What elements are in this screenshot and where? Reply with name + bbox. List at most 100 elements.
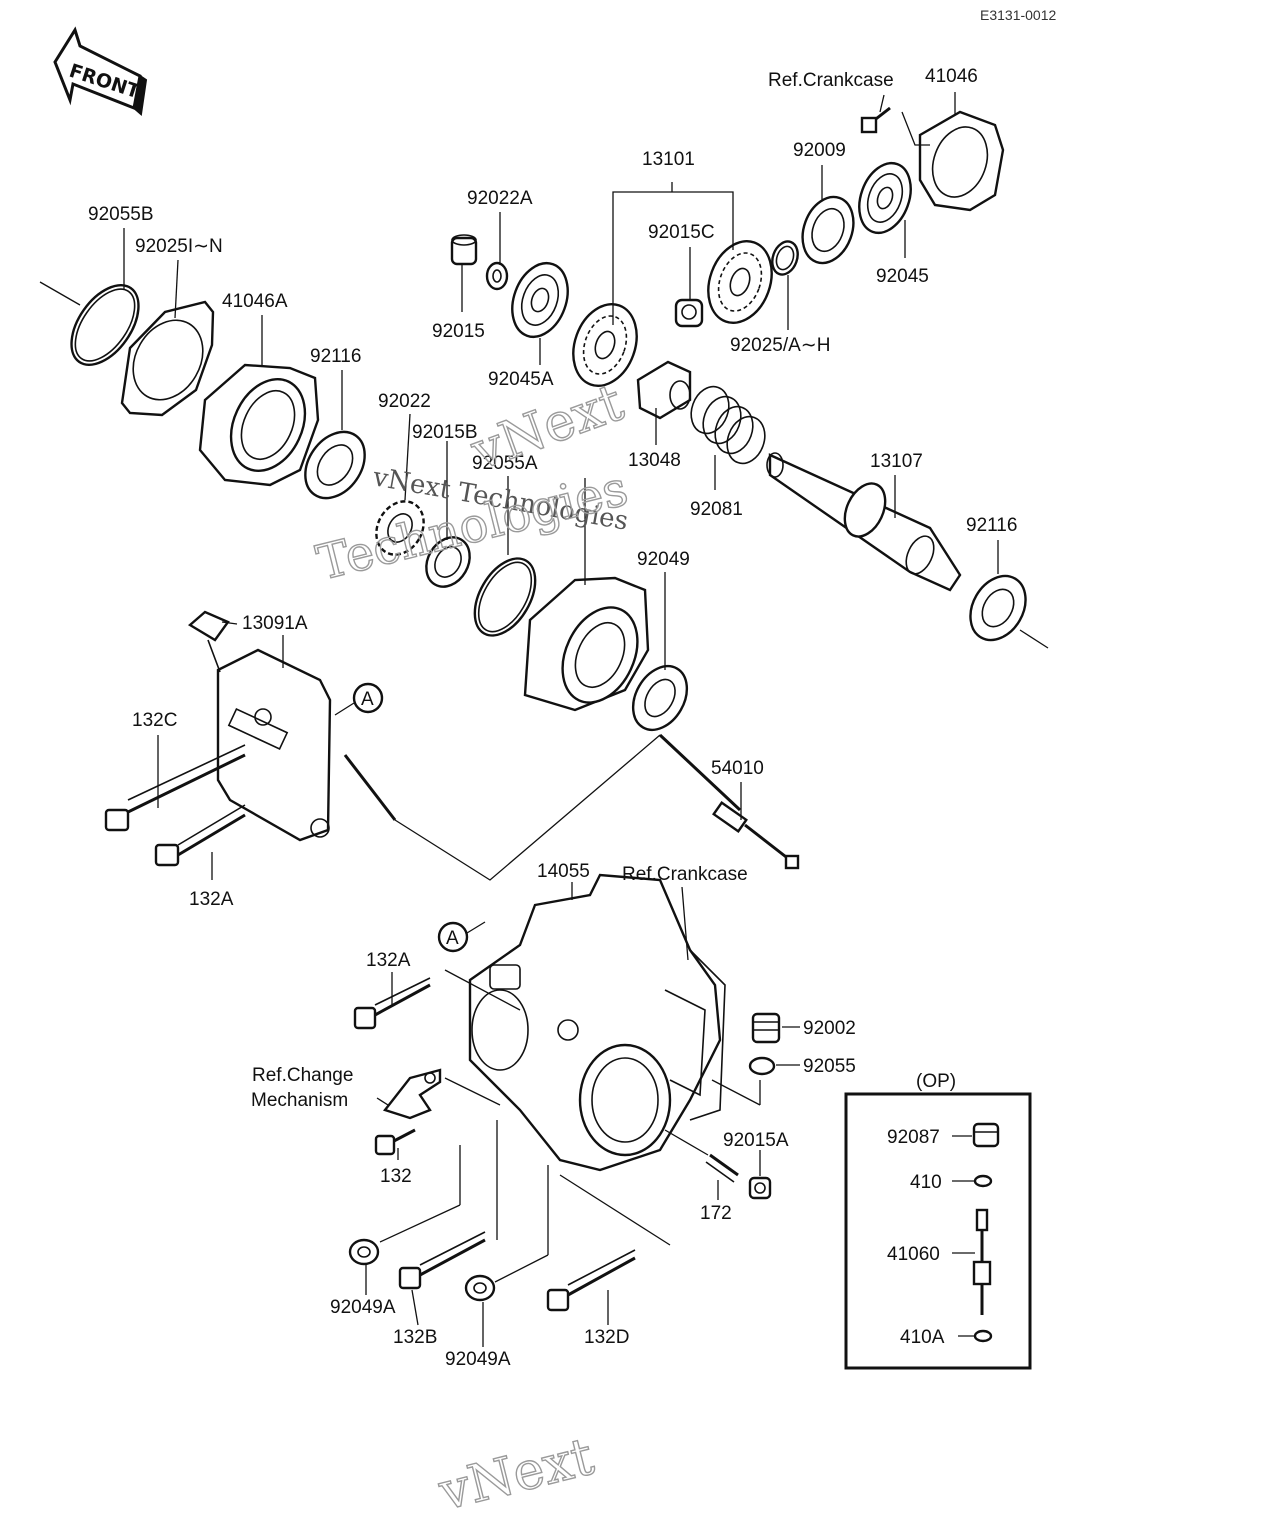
label-92015c: 92015C	[648, 222, 715, 243]
oil-seal-92049	[631, 665, 689, 731]
nut-92015b	[425, 536, 471, 588]
label-13107: 13107	[870, 451, 923, 472]
nut-92015	[450, 234, 478, 266]
bearing-housing-41046	[918, 110, 1005, 212]
label-132d: 132D	[584, 1327, 629, 1348]
bolt-132b	[398, 1231, 486, 1290]
washer-92049a-left	[348, 1238, 380, 1266]
bearing-housing-41046a	[198, 363, 320, 487]
plug-92002	[751, 1012, 781, 1044]
callout-a-lower-label: A	[446, 928, 459, 949]
label-92025i-n: 92025I∼N	[135, 236, 223, 257]
shim-plate-92025	[120, 300, 215, 417]
crankcase-14055	[468, 873, 726, 1172]
washer-410a	[973, 1329, 993, 1343]
label-132c: 132C	[132, 710, 177, 731]
label-13101: 13101	[642, 149, 695, 170]
bolt-132	[374, 1128, 416, 1156]
callout-a-top: A	[334, 682, 384, 716]
label-13048: 13048	[628, 450, 681, 471]
label-92049a-left: 92049A	[330, 1297, 396, 1318]
label-14055: 14055	[537, 861, 590, 882]
plug-92087	[972, 1122, 1000, 1148]
coupling-13048	[636, 360, 692, 420]
label-13091a: 13091A	[242, 613, 308, 634]
label-92055b: 92055B	[88, 204, 154, 225]
washer-92049a-mid	[464, 1274, 496, 1302]
label-92015: 92015	[432, 321, 485, 342]
washer-92022a	[485, 261, 509, 291]
bevel-gear-13101-right	[707, 240, 773, 324]
o-ring-92055	[748, 1056, 776, 1076]
bolt-132a-left	[154, 804, 246, 867]
label-ref-crankcase-mid: Ref.Crankcase	[622, 864, 748, 885]
ring-92009	[801, 195, 855, 265]
part-labels: 13101 Ref.Crankcase 41046 92009 92022A 9…	[88, 66, 1017, 1370]
diagram-code: E3131-0012	[980, 7, 1057, 23]
nut-92015c	[674, 298, 704, 328]
label-132: 132	[380, 1166, 412, 1187]
spring-92081	[690, 385, 766, 465]
shaft-13107	[766, 452, 962, 592]
label-92022: 92022	[378, 391, 431, 412]
label-41060: 41060	[887, 1244, 940, 1265]
label-92049a-mid: 92049A	[445, 1349, 511, 1370]
bolt-132a-mid	[353, 977, 431, 1030]
callout-a-top-label: A	[361, 689, 374, 710]
oil-seal-92116-top	[304, 430, 366, 500]
nut-92015a	[748, 1176, 772, 1200]
washer-410	[973, 1174, 993, 1188]
label-172: 172	[700, 1203, 732, 1224]
bolt-ref-crankcase	[860, 106, 891, 134]
label-ref-change-2: Mechanism	[251, 1090, 348, 1111]
ball-bearing-92045a	[511, 262, 569, 338]
oil-seal-92116-right	[969, 574, 1049, 649]
front-arrow-icon: FRONT	[53, 26, 148, 116]
watermark-bottom: vNext	[433, 1427, 600, 1523]
o-ring-92055b	[39, 281, 140, 366]
label-leader-lines	[123, 92, 999, 1347]
bevel-gear-13101-left	[572, 303, 638, 387]
label-54010: 54010	[711, 758, 764, 779]
assembly-leader-lines	[379, 969, 761, 1283]
label-41046: 41046	[925, 66, 978, 87]
label-132a-left: 132A	[189, 889, 234, 910]
label-132b: 132B	[393, 1327, 437, 1348]
gear-41060	[972, 1208, 992, 1315]
cover-13091a	[187, 610, 332, 842]
label-92009: 92009	[793, 140, 846, 161]
change-mechanism-bracket	[382, 1068, 442, 1120]
label-ref-change-1: Ref.Change	[252, 1065, 353, 1086]
label-92025-a-h: 92025/A∼H	[730, 335, 830, 356]
label-92116-right: 92116	[966, 515, 1017, 536]
label-92049: 92049	[637, 549, 690, 570]
label-410: 410	[910, 1172, 942, 1193]
label-92087: 92087	[887, 1127, 940, 1148]
label-92081: 92081	[690, 499, 743, 520]
cable-54010	[343, 733, 800, 881]
label-132a-mid: 132A	[366, 950, 411, 971]
lock-washer-92022	[375, 500, 425, 556]
label-92015a: 92015A	[723, 1130, 789, 1151]
label-92045: 92045	[876, 266, 929, 287]
optional-parts-box	[844, 1092, 1032, 1370]
shim-92025a	[771, 240, 799, 276]
bearing-housing-92049	[523, 576, 650, 712]
bolt-132c	[104, 744, 246, 832]
callout-a-lower: A	[437, 921, 486, 953]
label-92015b: 92015B	[412, 422, 478, 443]
label-op: (OP)	[916, 1071, 956, 1092]
ball-bearing-92045	[858, 161, 912, 235]
stud-172	[705, 1153, 739, 1183]
label-92002: 92002	[803, 1018, 856, 1039]
bolt-132d	[546, 1249, 636, 1312]
label-410a: 410A	[900, 1327, 945, 1348]
label-92022a: 92022A	[467, 188, 533, 209]
label-41046a: 41046A	[222, 291, 288, 312]
label-ref-crankcase-top: Ref.Crankcase	[768, 70, 894, 91]
label-92045a: 92045A	[488, 369, 554, 390]
label-92116-top: 92116	[310, 346, 361, 367]
o-ring-92055a	[473, 557, 537, 637]
label-92055a: 92055A	[472, 453, 538, 474]
